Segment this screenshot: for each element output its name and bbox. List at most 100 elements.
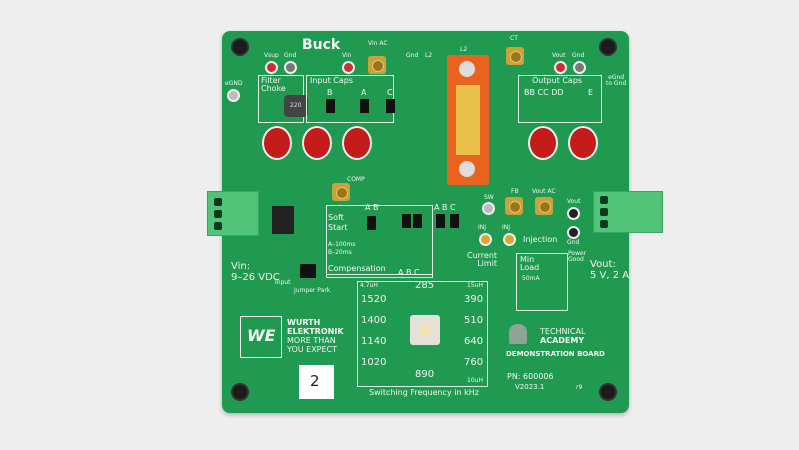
freq-right-value: 510 <box>464 315 484 326</box>
vin-terminal-block[interactable] <box>207 191 259 236</box>
vin-spec-label: Vin: 9–26 VDC <box>231 261 280 283</box>
sticker-number: 2 <box>310 372 320 390</box>
sticker: 2 <box>299 365 334 399</box>
freq-left-value: 1020 <box>361 357 387 368</box>
soft-start-times: A–100ms B–20ms <box>328 241 356 256</box>
inj-label: INJ <box>478 224 487 231</box>
egnd-label: eGND <box>225 80 243 87</box>
injection-test-point[interactable] <box>479 233 492 246</box>
l2-label: L2 <box>425 52 433 59</box>
vout-terminal-block[interactable] <box>593 191 663 233</box>
terminal-screw[interactable] <box>600 208 608 216</box>
vin-label: Vin <box>342 52 352 59</box>
freq-top-value: 285 <box>415 280 435 291</box>
input-cap-b-label: B <box>327 88 333 97</box>
terminal-screw[interactable] <box>214 198 222 206</box>
gnd-test-point[interactable] <box>573 61 586 74</box>
terminal-screw[interactable] <box>600 220 608 228</box>
fb-connector[interactable] <box>505 197 523 215</box>
standoff <box>599 38 617 56</box>
diode <box>272 206 294 234</box>
power-good-label: Power Good <box>568 250 587 263</box>
vout-ac-connector[interactable] <box>535 197 553 215</box>
we-logo-text: WE <box>247 326 276 345</box>
jumper[interactable] <box>450 214 459 228</box>
egnd-test-point[interactable] <box>227 89 240 102</box>
output-caps-label: Output Caps <box>532 76 583 85</box>
freq-left-value: 1140 <box>361 336 387 347</box>
sw-label: SW <box>484 194 494 201</box>
gnd-label: Gnd <box>284 52 297 59</box>
ct-label: CT <box>510 35 518 42</box>
screw-icon <box>459 161 475 177</box>
compensation-abc-label: A B C <box>398 268 420 277</box>
comp-connector[interactable] <box>332 183 350 201</box>
gnd-test-point[interactable] <box>284 61 297 74</box>
inductor-10uh-label: 10uH <box>467 377 483 384</box>
terminal-screw[interactable] <box>600 196 608 204</box>
freq-left-value: 1400 <box>361 315 387 326</box>
comp-label: COMP <box>347 176 365 183</box>
inductor-shield <box>447 55 489 185</box>
jumper[interactable] <box>402 214 411 228</box>
frequency-title: Switching Frequency in kHz <box>369 388 479 397</box>
terminal-screw[interactable] <box>214 222 222 230</box>
soft-start-box <box>326 205 433 275</box>
revision: r9 <box>576 384 583 391</box>
gnd-pin-label: Gnd <box>567 239 580 246</box>
ct-connector[interactable] <box>506 47 524 65</box>
freq-right-value: 390 <box>464 294 484 305</box>
switch-dial[interactable] <box>419 324 431 336</box>
sw-test-point[interactable] <box>482 202 495 215</box>
jumper-park[interactable] <box>300 264 316 278</box>
screw-icon <box>459 61 475 77</box>
brand-line: ELEKTRONIK <box>287 327 344 336</box>
capacitor <box>568 126 598 160</box>
board-title: Buck <box>302 37 341 53</box>
vin-ac-label: Vin AC <box>368 40 388 47</box>
injection-test-point[interactable] <box>503 233 516 246</box>
vsup-label: Vsup <box>264 52 279 59</box>
academy-logo <box>509 324 527 344</box>
capacitor <box>262 126 292 160</box>
output-caps-box <box>518 75 602 123</box>
capacitor <box>528 126 558 160</box>
vout-ac-label: Vout AC <box>532 188 556 195</box>
standoff <box>231 38 249 56</box>
terminal-screw[interactable] <box>214 210 222 218</box>
output-cap-e-label: E <box>588 88 594 97</box>
vin-ac-connector[interactable] <box>368 56 386 74</box>
inductor-4-7uh-label: 4.7uH <box>360 282 378 289</box>
jumper[interactable] <box>413 214 422 228</box>
vout-test-point[interactable] <box>554 61 567 74</box>
compensation-label: Compensation <box>328 264 386 273</box>
inductor-15uh-label: 15uH <box>467 282 483 289</box>
academy-line: TECHNICAL <box>540 327 586 336</box>
soft-start-label: Soft Start <box>328 213 348 232</box>
gnd-terminal-point[interactable] <box>567 226 580 239</box>
freq-right-value: 760 <box>464 357 484 368</box>
vout-terminal-point[interactable] <box>567 207 580 220</box>
jumper[interactable] <box>436 214 445 228</box>
current-limit-label: Current Limit <box>467 251 498 268</box>
vsup-test-point[interactable] <box>265 61 278 74</box>
min-load-box <box>516 253 568 311</box>
jumper[interactable] <box>386 99 395 113</box>
input-caps-label: Input Caps <box>310 76 353 85</box>
brand-line: YOU EXPECT <box>287 345 338 354</box>
jumper[interactable] <box>326 99 335 113</box>
we-logo: WE <box>240 316 282 358</box>
freq-bottom-value: 890 <box>415 369 435 380</box>
brand-line: WURTH <box>287 318 321 327</box>
rotary-frequency-switch[interactable] <box>410 315 440 345</box>
vout-label: Vout <box>552 52 566 59</box>
vin-test-point[interactable] <box>342 61 355 74</box>
jumper[interactable] <box>367 216 376 230</box>
vout-pin-label: Vout <box>567 198 581 205</box>
filter-inductor: 220 <box>284 95 308 117</box>
current-limit-abc-label: A B C <box>434 203 456 212</box>
vout-spec-label: Vout: 5 V, 2 A <box>590 259 630 281</box>
jumper-park-label: Jumper Park <box>294 287 331 294</box>
jumper[interactable] <box>360 99 369 113</box>
input-label: Input <box>275 279 291 286</box>
